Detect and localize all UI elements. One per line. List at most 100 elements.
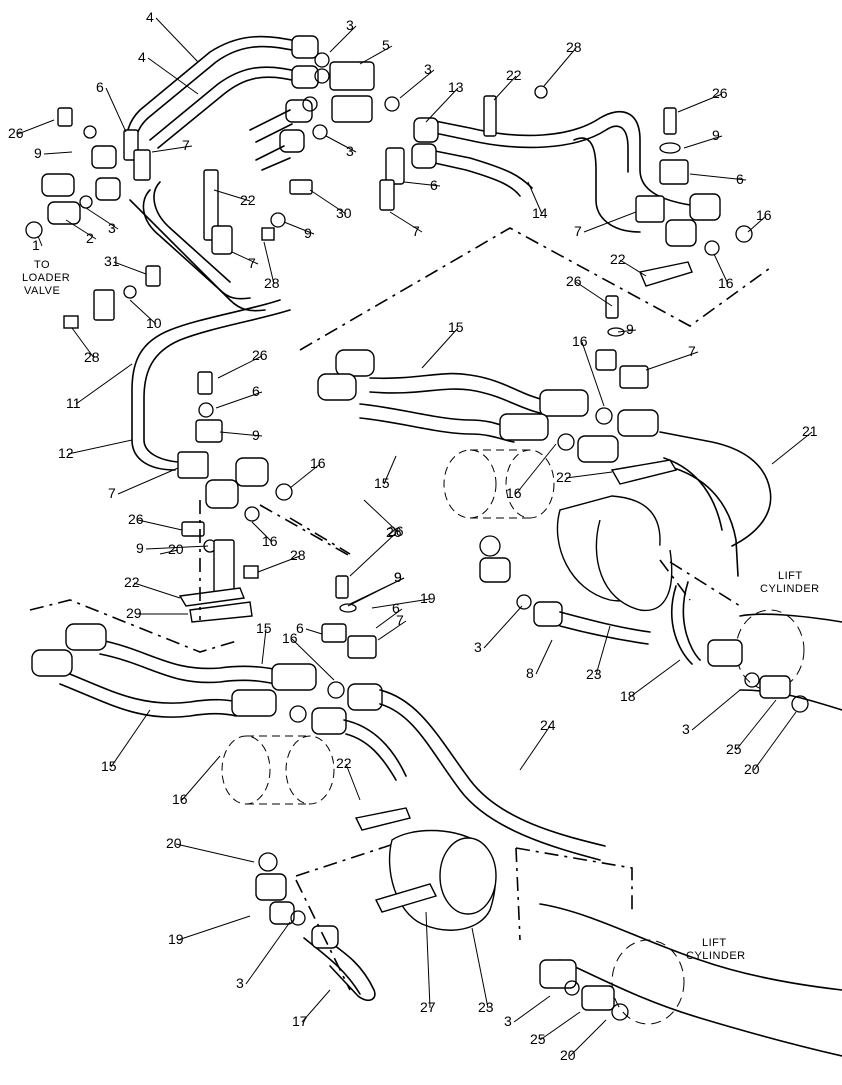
callout-leader-line xyxy=(389,211,423,233)
reference-line xyxy=(199,500,351,620)
callout-number: 31 xyxy=(104,253,120,269)
hose-end-fitting xyxy=(271,663,317,691)
elbow-fitting xyxy=(255,873,287,901)
callout-leader-line xyxy=(425,87,459,123)
washer xyxy=(659,142,681,154)
callout-number: 30 xyxy=(336,205,352,221)
o-ring xyxy=(314,68,330,84)
clamp xyxy=(635,195,665,223)
note-line: LIFT xyxy=(702,937,727,949)
callout-leader-line xyxy=(349,532,397,577)
callout-number: 15 xyxy=(374,475,390,491)
callout-number: 15 xyxy=(101,758,117,774)
callout-number: 16 xyxy=(262,533,278,549)
note-line: VALVE xyxy=(24,285,60,297)
bolt xyxy=(335,575,349,599)
callout-leader-line xyxy=(245,921,291,985)
washer xyxy=(607,327,625,337)
o-ring xyxy=(595,407,613,425)
callout-number: 29 xyxy=(126,605,142,621)
callout-leader-line xyxy=(713,253,729,285)
note-line: TO xyxy=(34,259,50,271)
callout-leader-line xyxy=(543,47,577,87)
elbow-fitting xyxy=(269,901,295,925)
callout-number: 16 xyxy=(718,275,734,291)
callout-leader-line xyxy=(683,135,723,149)
callout-leader-line xyxy=(110,709,151,768)
callout-leader-line xyxy=(583,211,637,233)
bolt xyxy=(181,521,205,537)
adapter-fitting xyxy=(759,675,791,699)
callout-number: 15 xyxy=(448,319,464,335)
callout-number: 9 xyxy=(394,569,402,585)
callout-number: 7 xyxy=(688,343,696,359)
callout-number: 24 xyxy=(540,717,556,733)
o-ring xyxy=(735,225,753,243)
lower-hose-assembly xyxy=(29,599,606,861)
callout-number: 11 xyxy=(66,395,81,411)
o-ring xyxy=(244,506,260,522)
callout-number: 16 xyxy=(756,207,772,223)
tube-nut-fitting xyxy=(311,925,339,949)
o-ring xyxy=(384,96,400,112)
callout-leader-line xyxy=(283,221,315,235)
callout-leader-line xyxy=(151,145,193,153)
clamp xyxy=(659,159,689,185)
callout-leader-line xyxy=(213,189,251,202)
callout-number: 20 xyxy=(560,1047,576,1063)
callout-number: 3 xyxy=(346,143,354,159)
callout-number: 7 xyxy=(574,223,582,239)
callout-leader-line xyxy=(215,391,263,409)
middle-hose-assembly xyxy=(317,295,659,463)
callout-leader-line xyxy=(493,75,517,101)
hose-end-fitting xyxy=(539,959,577,989)
adapter-fitting xyxy=(617,409,659,437)
callout-leader-line xyxy=(595,625,611,676)
callout-leader-line xyxy=(753,711,797,771)
callout-leader-line xyxy=(305,628,323,635)
callout-number: 26 xyxy=(388,523,404,539)
washer xyxy=(83,125,97,139)
o-ring xyxy=(564,980,580,996)
callout-number: 10 xyxy=(146,315,162,331)
callout-number: 3 xyxy=(346,17,354,33)
o-ring xyxy=(704,240,720,256)
callout-number: 26 xyxy=(128,511,144,527)
callout-leader-line xyxy=(689,173,747,181)
hose-end-fitting xyxy=(707,639,743,667)
left-middle-clamp-stack xyxy=(177,371,377,659)
tube-nut-fitting xyxy=(533,601,563,627)
callout-number: 6 xyxy=(736,171,744,187)
callout-number: 15 xyxy=(256,620,272,636)
callout-leader-line xyxy=(691,689,741,731)
note-line: LOADER xyxy=(22,272,70,284)
callout-number: 25 xyxy=(530,1031,546,1047)
hose-end-fitting xyxy=(231,689,277,717)
nut xyxy=(63,315,79,329)
washer xyxy=(270,212,286,228)
callout-leader-line xyxy=(645,351,699,371)
callout-number: 1 xyxy=(32,237,40,253)
mounting-strap xyxy=(439,837,497,915)
callout-number: 23 xyxy=(478,999,494,1015)
tube-nut-fitting xyxy=(411,143,437,169)
callout-number: 3 xyxy=(474,639,482,655)
o-ring xyxy=(289,705,307,723)
callout-number: 3 xyxy=(424,61,432,77)
callout-number: 6 xyxy=(252,383,260,399)
upper-lift-cylinder-assembly xyxy=(289,431,842,713)
callout-leader-line xyxy=(217,355,263,379)
hose-end-fitting xyxy=(317,373,357,401)
lift-cylinder-lower-note: LIFT CYLINDER xyxy=(686,937,745,962)
o-ring xyxy=(312,124,328,140)
callout-leader-line xyxy=(371,598,431,609)
callout-leader-line xyxy=(403,181,441,187)
clamp xyxy=(195,419,223,443)
adapter-fitting xyxy=(41,173,75,197)
tube-nut-fitting xyxy=(205,479,239,509)
callout-number: 3 xyxy=(504,1013,512,1029)
callout-number: 26 xyxy=(252,347,268,363)
o-ring xyxy=(25,221,43,239)
